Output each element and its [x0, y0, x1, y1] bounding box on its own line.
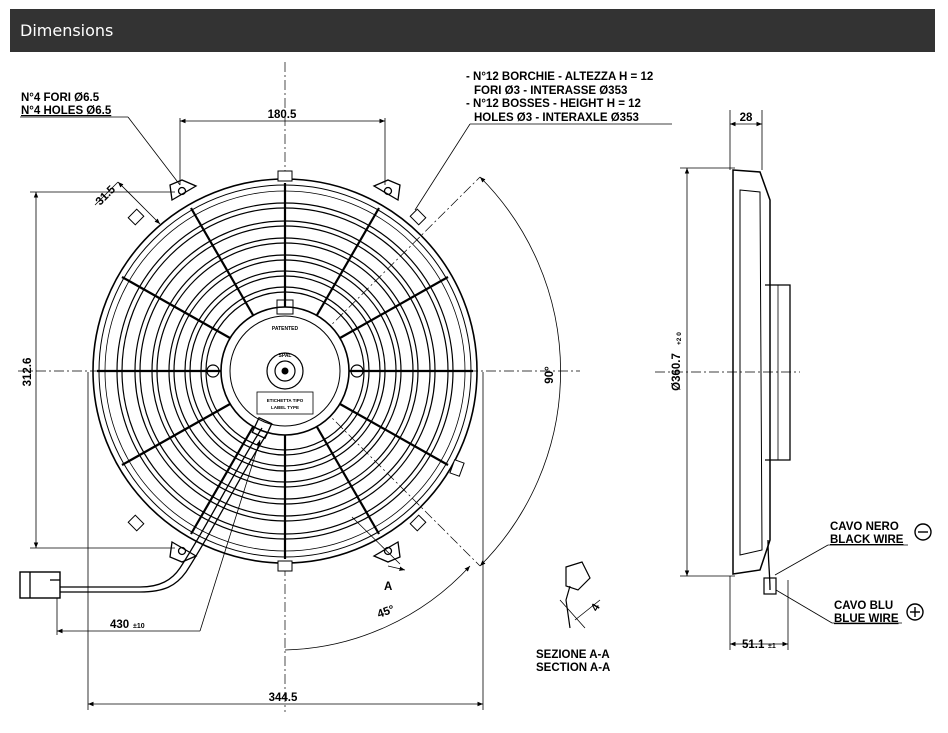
plus-symbol	[906, 603, 924, 621]
dim-90: 90°	[544, 366, 556, 384]
bosses-note-it-1: - N°12 BORCHIE - ALTEZZA H = 12	[466, 71, 653, 83]
dim-45: 45°	[376, 603, 397, 620]
minus-symbol	[914, 523, 932, 541]
dim-360-7: Ø360.7	[671, 353, 683, 391]
spal-logo-text: SPAL	[279, 353, 292, 359]
blue-wire-it: CAVO BLU	[834, 600, 893, 612]
label-type-it: ETICHETTA TIPO	[267, 398, 304, 403]
section-detail	[559, 561, 601, 629]
side-view	[655, 110, 908, 650]
dim-51-1: 51.1	[742, 639, 765, 651]
dimension-lines	[20, 116, 672, 710]
dim-430-tolerance: ±10	[133, 623, 145, 630]
dim-344-5: 344.5	[269, 692, 298, 704]
bosses-note-it-2: FORI Ø3 - INTERASSE Ø353	[474, 85, 627, 97]
motor-hub	[206, 299, 364, 436]
holes-note-en: N°4 HOLES Ø6.5	[21, 105, 112, 117]
blue-wire-en: BLUE WIRE	[834, 613, 899, 625]
dim-31-5: 31.5	[94, 183, 119, 208]
dim-180-5: 180.5	[268, 109, 297, 121]
section-title: Dimensions	[20, 21, 114, 40]
section-title-en: SECTION A-A	[536, 662, 610, 674]
section-header: Dimensions	[10, 9, 935, 52]
polarity-symbols	[906, 523, 932, 621]
black-wire-it: CAVO NERO	[830, 521, 899, 533]
cable	[19, 416, 273, 599]
dim-51-1-tolerance: ±1	[768, 643, 776, 650]
black-wire-en: BLACK WIRE	[830, 534, 904, 546]
patented-label: PATENTED	[272, 326, 299, 332]
mounting-ears	[169, 179, 401, 563]
dim-360-7-tolerance: +2 0	[676, 332, 683, 345]
bosses-note-en-2: HOLES Ø3 - INTERAXLE Ø353	[474, 112, 639, 124]
section-title-it: SEZIONE A-A	[536, 649, 610, 661]
front-view	[18, 62, 580, 712]
dim-312-6: 312.6	[22, 358, 34, 387]
dim-430: 430	[110, 619, 129, 631]
holes-note-it: N°4 FORI Ø6.5	[21, 92, 100, 104]
spokes	[97, 183, 473, 559]
section-marker-a: A	[384, 581, 392, 593]
bosses-note-en-1: - N°12 BOSSES - HEIGHT H = 12	[466, 98, 641, 110]
dim-28: 28	[740, 112, 753, 124]
label-type-en: LABEL TYPE	[271, 405, 299, 410]
